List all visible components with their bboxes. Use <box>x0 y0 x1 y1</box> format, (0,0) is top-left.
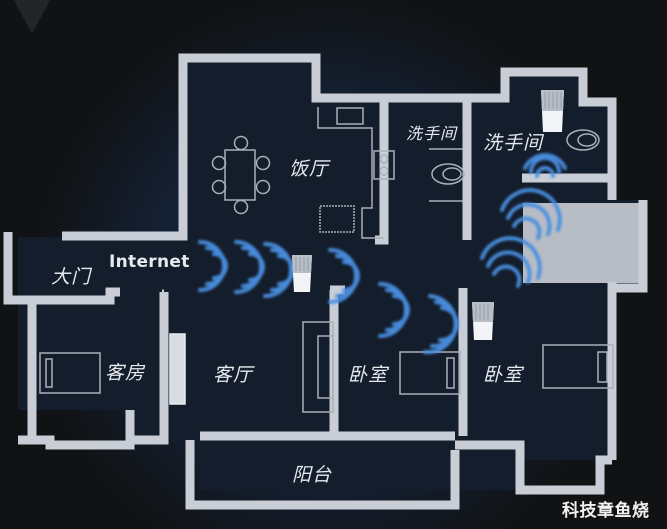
router-devices <box>292 90 564 340</box>
room-label-bedroom-1: 卧室 <box>348 364 389 386</box>
decor-triangle <box>14 0 50 34</box>
room-label-living-room: 客厅 <box>213 364 254 386</box>
wifi-arc-group-9 <box>480 236 542 288</box>
room-label-bathroom-2: 洗手间 <box>483 132 544 154</box>
router-bathroom-icon <box>541 90 564 132</box>
room-label-balcony: 阳台 <box>292 464 333 486</box>
internet-label: Internet <box>109 252 190 272</box>
sofa <box>169 333 186 405</box>
wifi-arc-group-2 <box>234 240 265 294</box>
wifi-arc-group-7 <box>523 153 567 178</box>
furniture <box>39 107 614 413</box>
router-living-icon <box>292 255 312 292</box>
hallway-light-area <box>523 203 643 283</box>
wifi-arc-group-6 <box>423 294 459 355</box>
room-label-guest-room: 客房 <box>105 362 146 384</box>
wifi-arc-group-1 <box>198 240 228 292</box>
watermark: 科技章鱼烧 <box>562 501 650 521</box>
room-label-bathroom-1: 洗手间 <box>406 124 458 143</box>
room-label-entrance: 大门 <box>51 266 92 288</box>
room-label-bedroom-2: 卧室 <box>483 364 524 386</box>
wifi-arc-group-4 <box>328 248 360 304</box>
room-label-dining: 饭厅 <box>289 158 330 180</box>
wifi-arc-group-8 <box>500 188 562 240</box>
wifi-arc-group-5 <box>378 282 410 338</box>
router-bedroom-icon <box>472 302 494 340</box>
